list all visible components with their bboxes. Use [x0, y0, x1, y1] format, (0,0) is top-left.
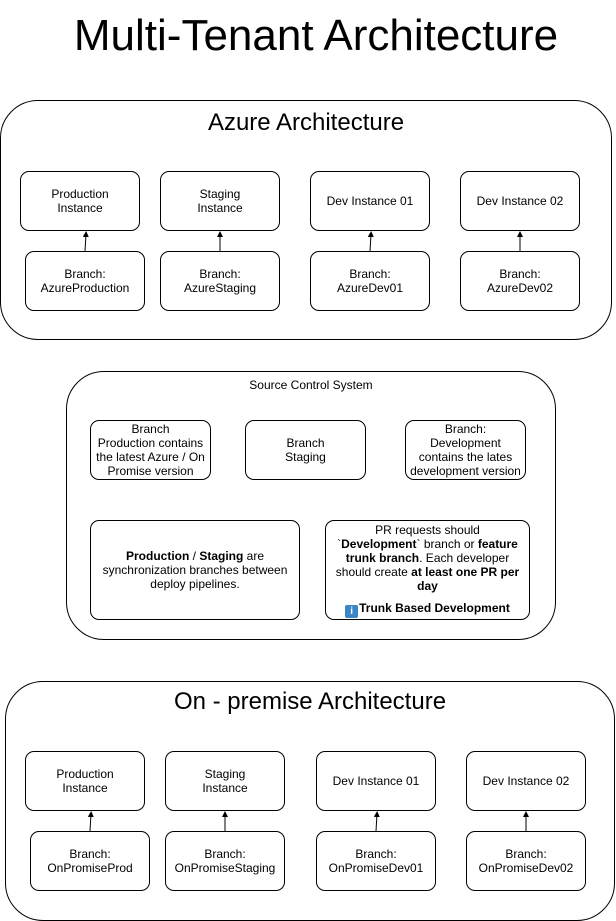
- scm-branch-development-label: Branch: Development contains the lates d…: [410, 422, 521, 478]
- sync-separator: /: [189, 549, 200, 563]
- source-control-title: Source Control System: [249, 378, 373, 392]
- sync-bold-staging: Staging: [199, 549, 244, 563]
- arrow-azure-prod: [82, 231, 89, 252]
- scm-branch-staging-label: Branch Staging: [285, 436, 326, 464]
- azure-production-instance[interactable]: Production Instance: [20, 171, 140, 231]
- onprem-dev-instance-02-label: Dev Instance 02: [482, 774, 570, 788]
- onprem-architecture-title: On - premise Architecture: [173, 688, 447, 715]
- onprem-dev-instance-02[interactable]: Dev Instance 02: [466, 751, 586, 811]
- arrow-onprem-prod: [87, 811, 94, 832]
- sync-rest: are synchronization branches between dep…: [102, 549, 288, 591]
- onprem-dev-instance-01[interactable]: Dev Instance 01: [316, 751, 436, 811]
- azure-architecture-title: Azure Architecture: [207, 109, 405, 136]
- onprem-dev-instance-01-label: Dev Instance 01: [332, 774, 420, 788]
- azure-branch-staging[interactable]: Branch: AzureStaging: [160, 251, 280, 311]
- onprem-branch-dev01[interactable]: Branch: OnPromiseDev01: [316, 831, 436, 891]
- pr-text-2: ` branch or: [416, 536, 478, 551]
- onprem-branch-dev02[interactable]: Branch: OnPromiseDev02: [466, 831, 586, 891]
- onprem-branch-prod-label: Branch: OnPromiseProd: [47, 847, 133, 875]
- onprem-production-instance-label: Production Instance: [56, 767, 114, 795]
- azure-dev-instance-02-label: Dev Instance 02: [476, 194, 564, 208]
- scm-branch-production-label: Branch Production contains the latest Az…: [96, 422, 205, 478]
- onprem-production-instance[interactable]: Production Instance: [25, 751, 145, 811]
- pr-text-1: PR requests should `: [337, 522, 480, 551]
- azure-branch-dev01-label: Branch: AzureDev01: [336, 267, 404, 295]
- sync-branches-text: Production / Staging are synchronization…: [101, 549, 289, 591]
- pr-text-3: . Each developer should create: [335, 550, 510, 579]
- azure-dev-instance-02[interactable]: Dev Instance 02: [460, 171, 580, 231]
- sync-bold-production: Production: [125, 549, 190, 563]
- azure-branch-dev02[interactable]: Branch: AzureDev02: [460, 251, 580, 311]
- page-title: Multi-Tenant Architecture: [73, 11, 559, 60]
- info-icon: i: [345, 604, 359, 618]
- azure-branch-dev02-label: Branch: AzureDev02: [486, 267, 554, 295]
- azure-branch-dev01[interactable]: Branch: AzureDev01: [310, 251, 430, 311]
- onprem-branch-staging[interactable]: Branch: OnPromiseStaging: [165, 831, 285, 891]
- azure-branch-production[interactable]: Branch: AzureProduction: [25, 251, 145, 311]
- azure-branch-production-label: Branch: AzureProduction: [40, 267, 130, 295]
- onprem-staging-instance-label: Staging Instance: [202, 767, 248, 795]
- scm-branch-development[interactable]: Branch: Development contains the lates d…: [405, 420, 526, 480]
- onprem-branch-dev01-label: Branch: OnPromiseDev01: [328, 847, 424, 875]
- azure-staging-instance[interactable]: Staging Instance: [160, 171, 280, 231]
- sync-branches-note: Production / Staging are synchronization…: [90, 520, 300, 620]
- azure-staging-instance-label: Staging Instance: [197, 187, 243, 215]
- pr-bold-feature-trunk: feature trunk branch: [345, 536, 518, 565]
- onprem-branch-staging-label: Branch: OnPromiseStaging: [174, 847, 276, 875]
- scm-branch-production[interactable]: Branch Production contains the latest Az…: [90, 420, 211, 480]
- pr-requests-note: PR requests should `Development` branch …: [325, 520, 530, 620]
- onprem-staging-instance[interactable]: Staging Instance: [165, 751, 285, 811]
- trunk-based-link-label: Trunk Based Development: [359, 600, 510, 615]
- onprem-branch-prod[interactable]: Branch: OnPromiseProd: [30, 831, 150, 891]
- pr-bold-one-pr: at least one PR per day: [411, 564, 520, 593]
- azure-production-instance-label: Production Instance: [51, 187, 109, 215]
- arrow-azure-dev01: [367, 231, 374, 252]
- pr-bold-development: Development: [341, 536, 417, 551]
- azure-dev-instance-01[interactable]: Dev Instance 01: [310, 171, 430, 231]
- arrow-onprem-dev01: [373, 811, 380, 832]
- onprem-branch-dev02-label: Branch: OnPromiseDev02: [478, 847, 574, 875]
- scm-branch-staging[interactable]: Branch Staging: [245, 420, 366, 480]
- pr-requests-text: PR requests should `Development` branch …: [332, 523, 523, 593]
- azure-branch-staging-label: Branch: AzureStaging: [183, 267, 257, 295]
- azure-dev-instance-01-label: Dev Instance 01: [326, 194, 414, 208]
